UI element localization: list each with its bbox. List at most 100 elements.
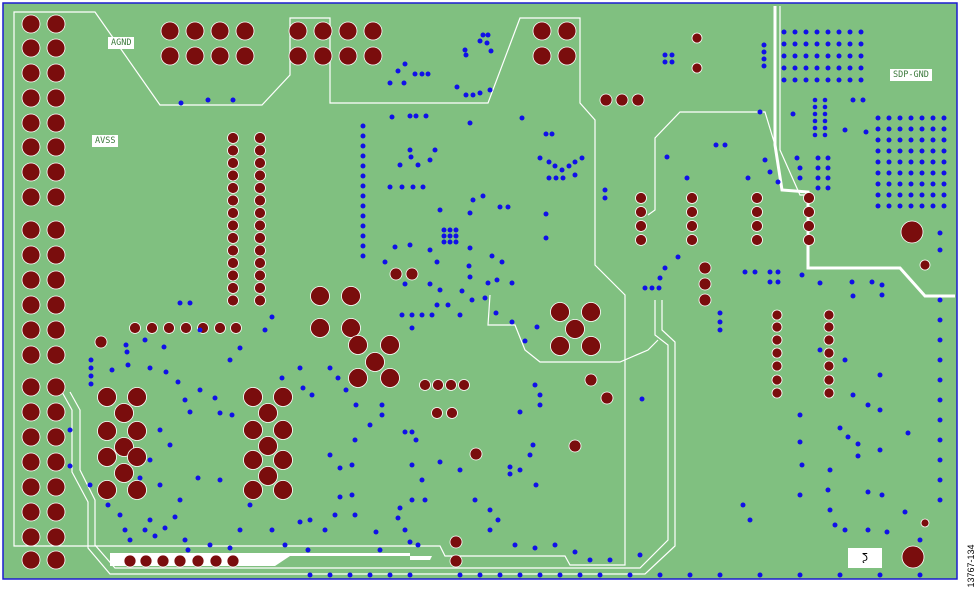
via [379,412,385,418]
pad [584,373,598,387]
via [858,65,864,71]
via [360,243,366,249]
via [822,104,828,110]
pad [173,554,187,568]
via [487,87,493,93]
pad [139,554,153,568]
via [453,239,459,245]
pad [771,347,783,359]
via [467,274,473,280]
via [775,269,781,275]
pad [227,207,239,219]
via [858,41,864,47]
pad [97,447,117,467]
via [897,203,903,209]
via [537,155,543,161]
pad [21,270,41,290]
pad [686,206,698,218]
via [781,77,787,83]
via [387,80,393,86]
via [572,549,578,555]
via [836,53,842,59]
pad [803,206,815,218]
via [837,572,843,578]
pad [214,322,226,334]
via [147,365,153,371]
via [827,467,833,473]
via [875,126,881,132]
via [879,492,885,498]
via [908,181,914,187]
pad [273,480,293,500]
via [157,482,163,488]
via [382,259,388,265]
via [517,572,523,578]
pad [209,554,223,568]
pad [21,220,41,240]
pad [751,234,763,246]
via [147,457,153,463]
pad [21,345,41,365]
via [602,195,608,201]
via [467,210,473,216]
via [908,170,914,176]
via [360,253,366,259]
pad [227,244,239,257]
via [825,77,831,83]
via [745,175,751,181]
via [897,126,903,132]
pad [550,336,570,356]
via [845,434,851,440]
via [142,337,148,343]
pad [449,535,463,549]
via [863,129,869,135]
pad [227,132,239,144]
via [817,347,823,353]
via [814,29,820,35]
via [487,507,493,513]
via [827,507,833,513]
via [360,143,366,149]
pad [803,234,815,246]
pad [920,518,930,528]
via [182,397,188,403]
via [527,452,533,458]
via [497,204,503,210]
via [836,41,842,47]
via [309,392,315,398]
via [897,181,903,187]
via [437,287,443,293]
pad [180,322,192,334]
via [195,475,201,481]
via [937,247,943,253]
pad [823,309,835,321]
via [360,163,366,169]
pad [129,322,141,334]
via [875,159,881,165]
pad [46,220,66,240]
pad [557,21,577,41]
via [337,465,343,471]
pad [581,336,601,356]
pad [21,187,41,207]
via [441,239,447,245]
via [125,362,131,368]
pad [114,403,134,423]
pad [771,321,783,333]
via [207,542,213,548]
via [402,429,408,435]
via [649,285,655,291]
pad [365,352,385,372]
pad [254,244,266,257]
pad [771,374,783,386]
via [447,239,453,245]
via [847,53,853,59]
via [817,280,823,286]
pad [803,192,815,204]
via [752,269,758,275]
via [761,49,767,55]
via [875,192,881,198]
pad [254,169,266,182]
via [335,375,341,381]
